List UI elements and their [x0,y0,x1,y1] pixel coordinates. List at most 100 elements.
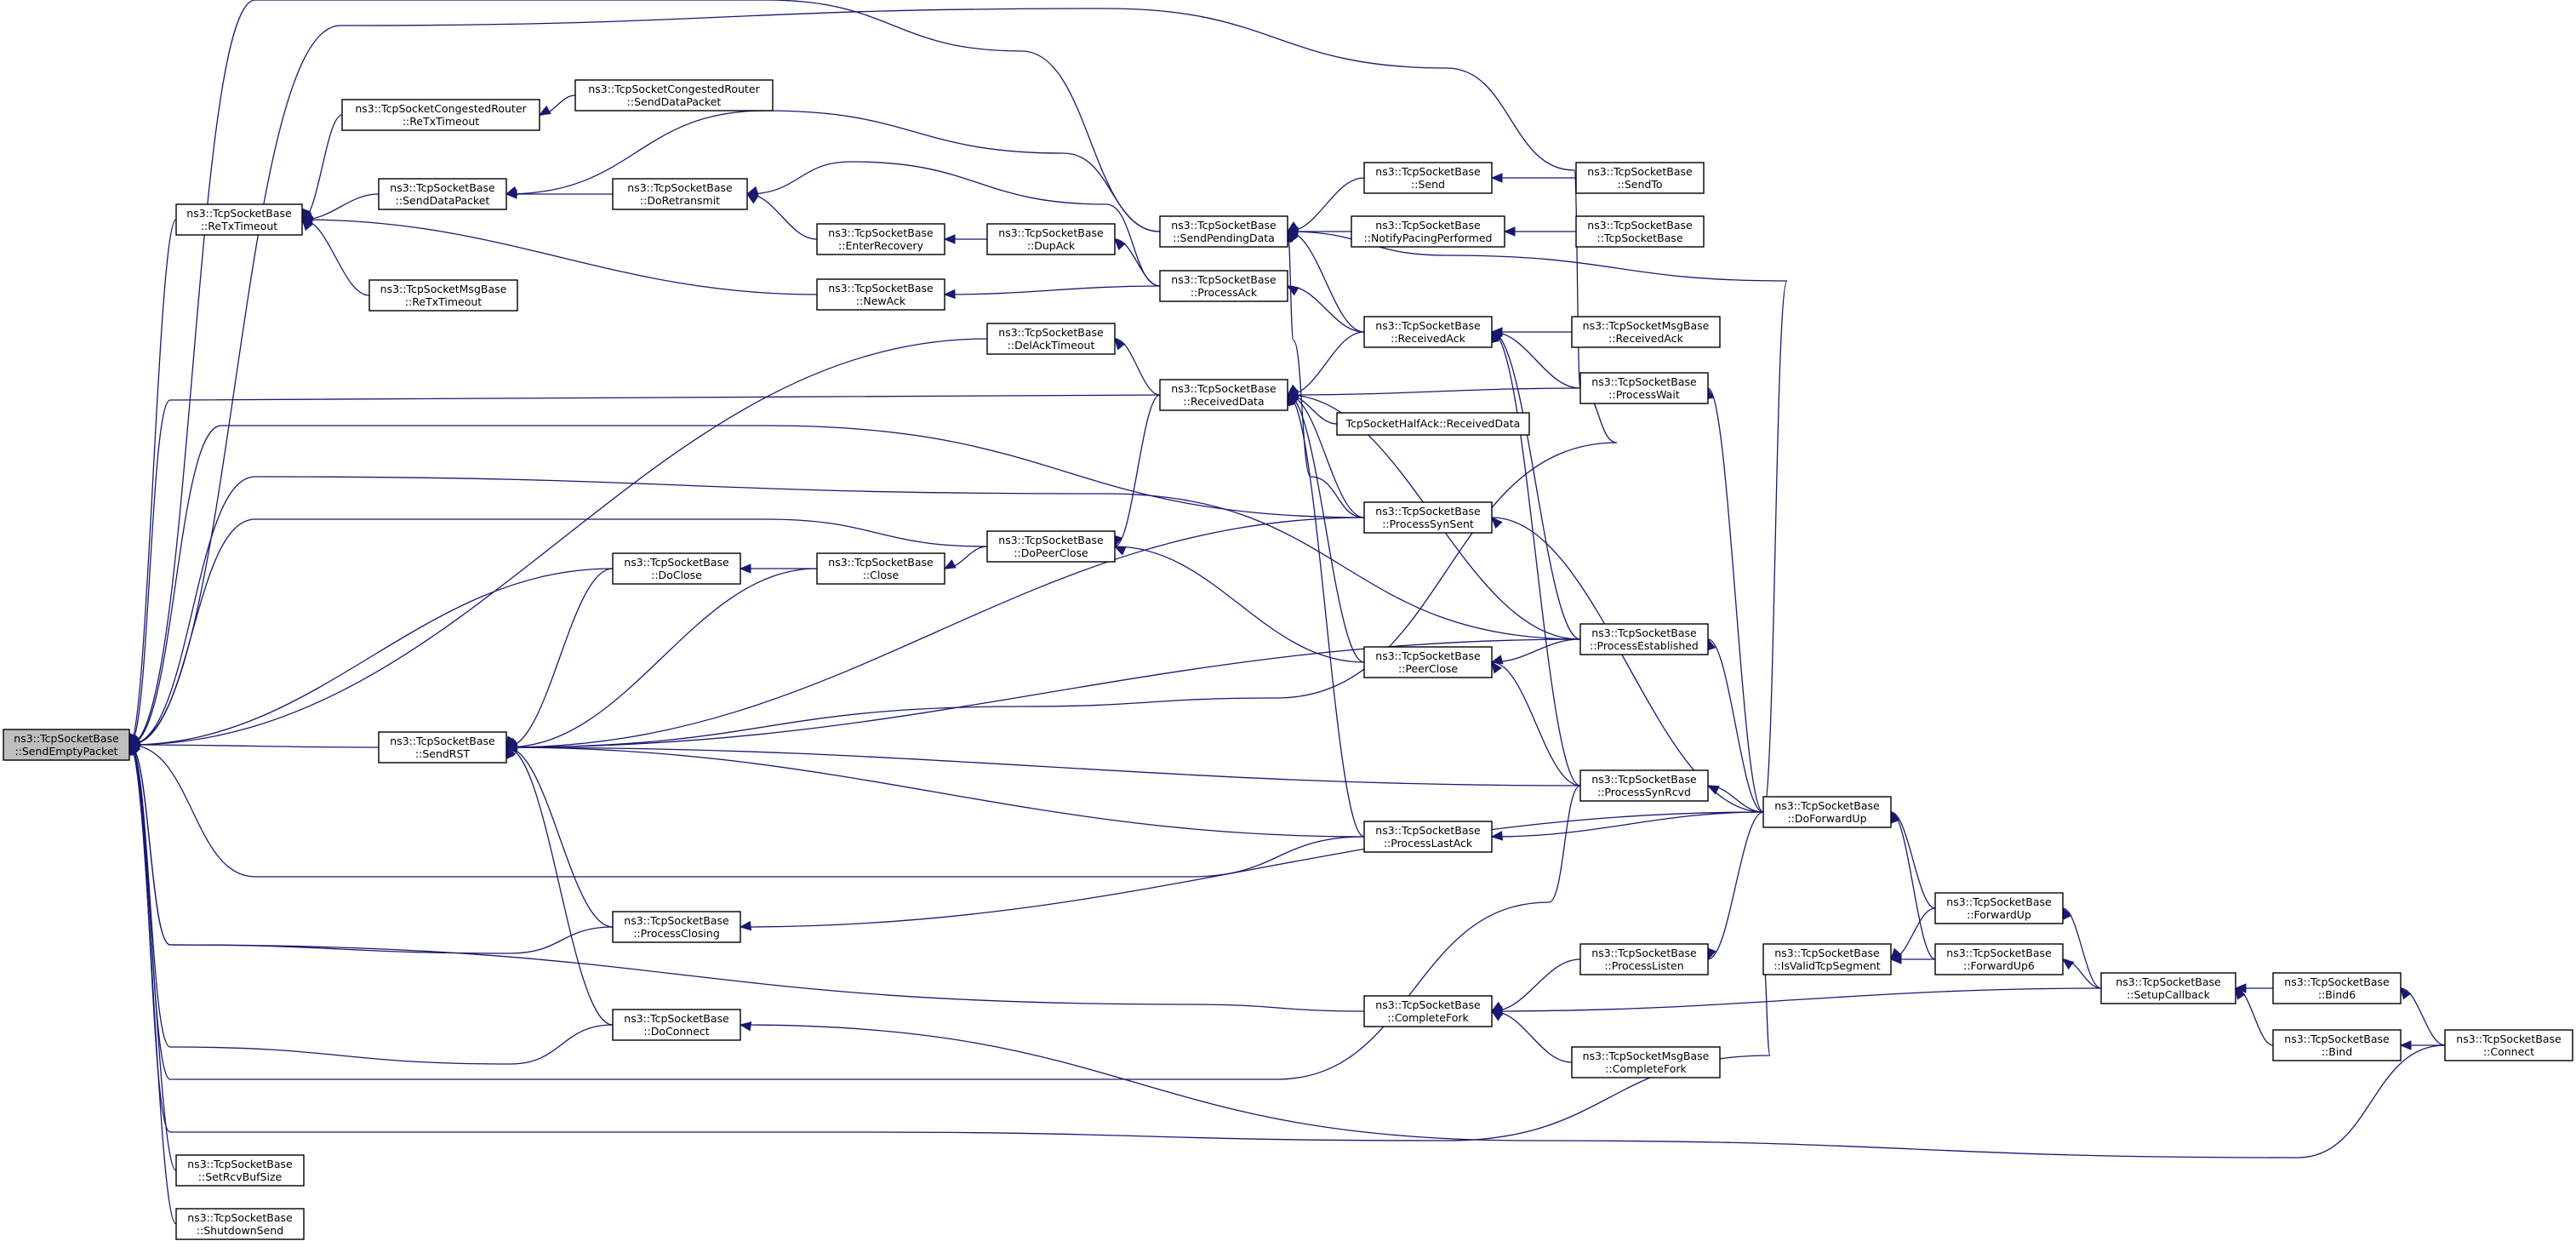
node-proclastack[interactable]: ns3::TcpSocketBase::ProcessLastAck [1363,821,1493,853]
node-msg_recvack[interactable]: ns3::TcpSocketMsgBase::ReceivedAck [1571,316,1721,348]
node-label-line2: ::ReceivedAck [1608,332,1683,345]
node-isvalid[interactable]: ns3::TcpSocketBase::IsValidTcpSegment [1762,943,1892,975]
call-edge [943,285,1161,300]
node-cr_sdp[interactable]: ns3::TcpSocketCongestedRouter::SendDataP… [574,79,774,112]
node-send[interactable]: ns3::TcpSocketBase::Send [1363,162,1493,194]
edge-line [505,746,1365,838]
node-setupcb[interactable]: ns3::TcpSocketBase::SetupCallback [2100,972,2236,1004]
node-box [816,278,945,311]
call-edge [1490,331,1581,389]
edge-line [2062,907,2102,989]
node-newack[interactable]: ns3::TcpSocketBase::NewAck [816,278,945,311]
call-edge [1286,387,1581,400]
node-doconnect[interactable]: ns3::TcpSocketBase::DoConnect [612,1009,741,1041]
node-box [1934,892,2064,924]
node-bind6[interactable]: ns3::TcpSocketBase::Bind6 [2272,972,2402,1004]
node-label-line1: ns3::TcpSocketBase [1591,947,1697,959]
call-edge [125,743,177,1225]
node-label-line1: ns3::TcpSocketBase [828,282,934,295]
node-label-line1: ns3::TcpSocketBase [1375,998,1481,1011]
edge-line [1890,811,1936,960]
node-label-line2: ::SendPendingData [1173,232,1275,244]
call-edge [505,568,614,749]
call-edge [128,740,380,750]
call-edge [1707,811,1764,961]
edge-line [505,110,1161,232]
node-procwait[interactable]: ns3::TcpSocketBase::ProcessWait [1579,372,1709,404]
node-shutdownsend[interactable]: ns3::TcpSocketBase::ShutdownSend [175,1208,305,1240]
node-enterrec[interactable]: ns3::TcpSocketBase::EnterRecovery [816,223,945,255]
node-root[interactable]: ns3::TcpSocketBase::SendEmptyPacket [3,729,130,761]
node-fwdup[interactable]: ns3::TcpSocketBase::ForwardUp [1934,892,2064,924]
call-edge [739,1021,2446,1158]
node-label-line1: ns3::TcpSocketBase [187,1158,293,1170]
node-label-line1: ns3::TcpSocketBase [1587,165,1693,178]
edge-line [129,425,1365,746]
node-label-line1: ns3::TcpSocketBase [624,914,729,927]
call-edge [1490,327,1572,337]
node-procest[interactable]: ns3::TcpSocketBase::ProcessEstablished [1579,623,1709,655]
node-delack[interactable]: ns3::TcpSocketBase::DelAckTimeout [986,323,1116,355]
node-dopeer[interactable]: ns3::TcpSocketBase::DoPeerClose [986,530,1116,563]
node-dofwd[interactable]: ns3::TcpSocketBase::DoForwardUp [1762,796,1892,828]
node-proclisten[interactable]: ns3::TcpSocketBase::ProcessListen [1579,943,1709,975]
call-edge [125,743,1771,1141]
call-edge [2061,958,2102,989]
node-label-line2: ::ReceivedData [1183,395,1264,408]
node-close[interactable]: ns3::TcpSocketBase::Close [816,552,945,585]
node-peerclose[interactable]: ns3::TcpSocketBase::PeerClose [1363,646,1493,678]
node-recvdata[interactable]: ns3::TcpSocketBase::ReceivedData [1159,379,1288,411]
node-box [1934,943,2064,975]
node-spd[interactable]: ns3::TcpSocketBase::SendPendingData [1159,215,1288,248]
node-label-line2: ::ProcessListen [1604,959,1683,972]
node-msg_retx[interactable]: ns3::TcpSocketMsgBase::ReTxTimeout [368,279,518,312]
node-label-line1: ns3::TcpSocketBase [998,326,1104,339]
node-sdp[interactable]: ns3::TcpSocketBase::SendDataPacket [378,178,507,210]
node-msg_cf[interactable]: ns3::TcpSocketMsgBase::CompleteFork [1571,1046,1721,1078]
arrowhead [1490,1005,1503,1016]
node-procsynrcvd[interactable]: ns3::TcpSocketBase::ProcessSynRcvd [1579,769,1709,802]
node-bind[interactable]: ns3::TcpSocketBase::Bind [2272,1029,2402,1061]
node-connect[interactable]: ns3::TcpSocketBase::Connect [2444,1029,2573,1061]
node-procclosing[interactable]: ns3::TcpSocketBase::ProcessClosing [612,911,741,943]
edge-line [505,387,1618,748]
node-label-line1: ns3::TcpSocketBase [2116,975,2221,988]
node-npp[interactable]: ns3::TcpSocketBase::NotifyPacingPerforme… [1351,215,1505,248]
call-edge [538,94,576,116]
edge-line [129,568,614,746]
node-docl[interactable]: ns3::TcpSocketBase::DoClose [612,552,741,585]
edge-line [301,114,343,220]
node-label-line2: ::ProcessSynSent [1382,518,1474,530]
node-box [175,203,303,236]
edge-line [1287,231,1365,333]
arrowhead [745,193,759,204]
node-sendto[interactable]: ns3::TcpSocketBase::SendTo [1575,162,1705,194]
node-sendrst[interactable]: ns3::TcpSocketBase::SendRST [378,731,507,764]
edge-line [129,744,1771,1141]
node-procack[interactable]: ns3::TcpSocketBase::ProcessAck [1159,270,1288,302]
node-fwdup6[interactable]: ns3::TcpSocketBase::ForwardUp6 [1934,943,2064,975]
node-cr_retx[interactable]: ns3::TcpSocketCongestedRouter::ReTxTimeo… [341,99,540,131]
call-edge [505,110,1161,232]
node-completefork[interactable]: ns3::TcpSocketBase::CompleteFork [1363,995,1493,1027]
edge-line [129,476,1581,746]
arrowhead [943,234,956,244]
arrowhead [1286,285,1299,296]
node-procsynsent[interactable]: ns3::TcpSocketBase::ProcessSynSent [1363,501,1493,534]
node-doretx[interactable]: ns3::TcpSocketBase::DoRetransmit [612,178,748,210]
node-box [378,178,507,210]
node-setrcvbuf[interactable]: ns3::TcpSocketBase::SetRcvBufSize [175,1154,305,1187]
node-label-line1: ns3::TcpSocketBase [828,556,934,569]
node-label-line2: ::ProcessEstablished [1590,639,1699,652]
node-halfack[interactable]: TcpSocketHalfAck::ReceivedData [1336,412,1530,436]
node-recvack[interactable]: ns3::TcpSocketBase::ReceivedAck [1363,316,1493,348]
node-label-line1: ns3::TcpSocketBase [627,181,733,194]
edge-line [301,219,370,296]
call-edge [505,568,818,748]
node-label-line2: ::DoPeerClose [1014,546,1088,559]
node-ctor[interactable]: ns3::TcpSocketBase::TcpSocketBase [1575,215,1705,248]
node-dupack[interactable]: ns3::TcpSocketBase::DupAck [986,223,1116,255]
call-edge [505,746,614,1026]
node-retx[interactable]: ns3::TcpSocketBase::ReTxTimeout [175,203,303,236]
arrowhead [1491,661,1502,674]
